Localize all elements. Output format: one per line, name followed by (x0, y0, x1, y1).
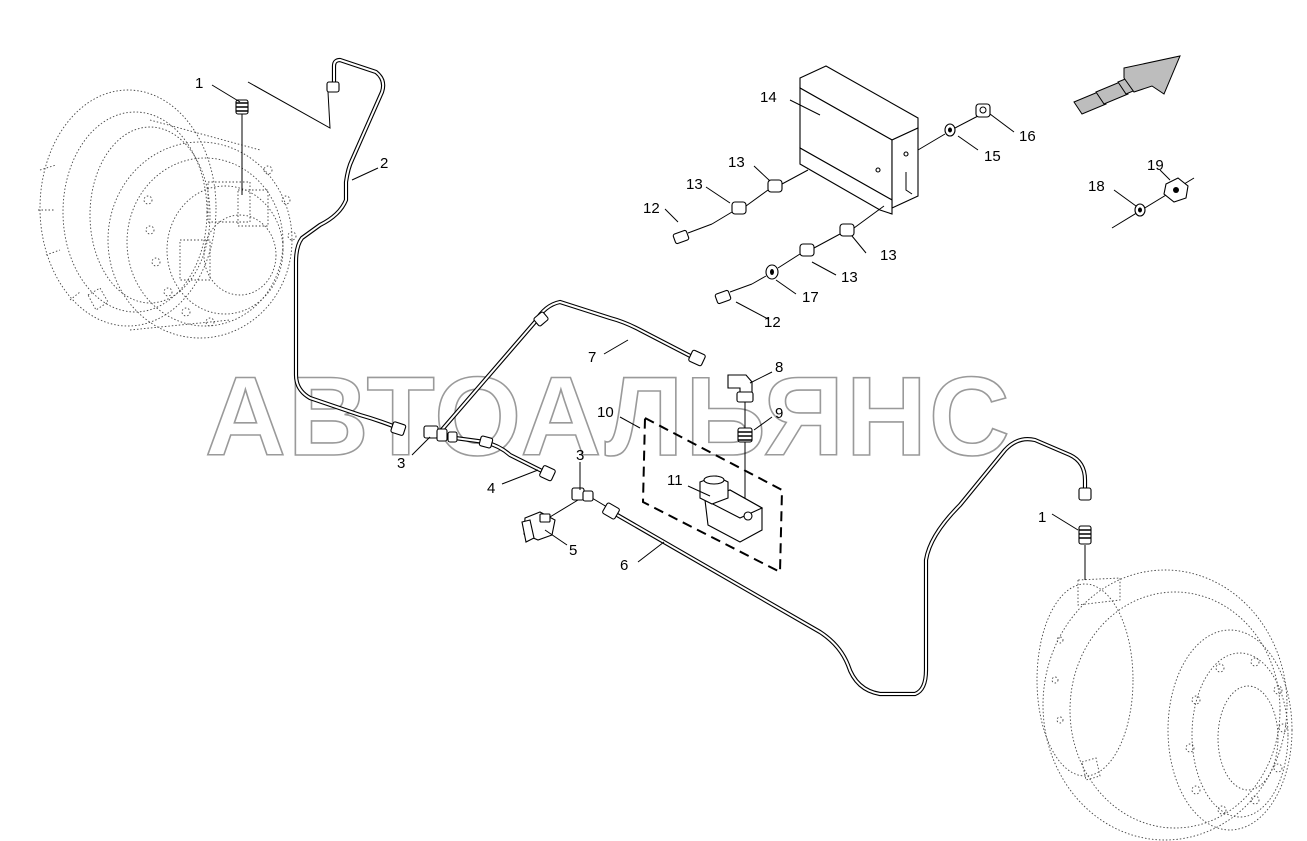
axis-line-upper (711, 169, 809, 225)
mounting-bracket-14-icon (799, 65, 919, 215)
axis-line-lower (751, 205, 885, 285)
washer-18-icon (1134, 203, 1146, 217)
nut-13d-icon (839, 223, 855, 237)
wheel-hub-left-icon (38, 89, 297, 339)
callout-8: 8 (775, 359, 783, 376)
callout-14: 14 (760, 89, 777, 106)
pipe-2-nut (326, 81, 340, 93)
washer-15-icon (944, 123, 956, 137)
callout-3-right: 3 (576, 447, 584, 464)
bolt-12a-icon (672, 223, 713, 245)
pipe-7-nut-a (533, 311, 549, 327)
leader-lines (211, 81, 1171, 563)
callout-15: 15 (984, 148, 1001, 165)
callout-13-d: 13 (841, 269, 858, 286)
forward-arrow-icon (1073, 55, 1181, 115)
callout-17: 17 (802, 289, 819, 306)
callout-16: 16 (1019, 128, 1036, 145)
pipe-7-nut-b (688, 349, 706, 367)
valve-assembly-10-outline (641, 416, 784, 574)
tee-fitting-3b-icon (571, 487, 594, 502)
nut-13a-icon (731, 201, 747, 215)
callout-2: 2 (380, 155, 388, 172)
nut-16-icon (975, 103, 991, 118)
nut-19-icon (1163, 177, 1189, 203)
nut-13b-icon (767, 179, 783, 193)
callout-1-left: 1 (195, 75, 203, 92)
callout-5: 5 (569, 542, 577, 559)
pipe-6 (609, 437, 1088, 697)
callout-1-right: 1 (1038, 509, 1046, 526)
callout-10: 10 (597, 404, 614, 421)
fitting-1-left-icon (235, 99, 249, 115)
callout-19: 19 (1147, 157, 1164, 174)
bolt-12b-icon (714, 283, 753, 305)
adapter-9-icon (737, 427, 753, 443)
pipe-2 (293, 57, 401, 431)
elbow-fitting-8-icon (727, 374, 754, 403)
washer-17-icon (765, 264, 779, 280)
callout-12-lower: 12 (764, 314, 781, 331)
callout-13-a: 13 (686, 176, 703, 193)
callout-12-upper: 12 (643, 200, 660, 217)
callout-labels: 1 2 3 3 4 5 6 7 8 9 10 11 12 12 13 13 13… (195, 75, 1164, 574)
stub-sensor (544, 497, 613, 521)
solenoid-valve-11-icon (699, 475, 764, 543)
fitting-1-right-icon (1078, 525, 1092, 545)
tee-fitting-3a-icon (390, 421, 494, 449)
callout-4: 4 (487, 480, 495, 497)
callout-11: 11 (667, 472, 683, 489)
callout-13-c: 13 (880, 247, 897, 264)
callout-7: 7 (588, 349, 596, 366)
callout-13-b: 13 (728, 154, 745, 171)
pipe-6-nut (1078, 487, 1092, 501)
nut-13c-icon (799, 243, 815, 257)
pipe-6-nut-left (602, 502, 620, 520)
callout-3-left: 3 (397, 455, 405, 472)
watermark-text: АВТОАЛЬЯНС (205, 354, 1012, 479)
axis-line-right (917, 115, 979, 151)
callout-9: 9 (775, 405, 783, 422)
pipe-4-nut (539, 465, 556, 482)
callout-6: 6 (620, 557, 628, 574)
callout-18: 18 (1088, 178, 1105, 195)
pressure-switch-5-icon (521, 511, 556, 543)
wheel-hub-right-icon (1036, 569, 1293, 841)
